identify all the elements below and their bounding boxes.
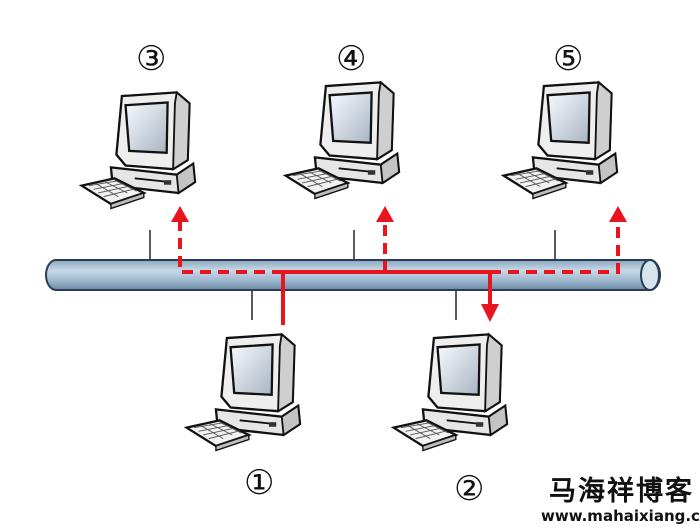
network-bus-cable [45,259,661,291]
desktop-computer-icon [392,333,509,452]
arrowhead-down-2 [481,304,499,322]
arrowhead-up-5 [609,206,627,222]
node-label-3: ③ [136,39,166,79]
node-label-5: ⑤ [553,39,583,79]
watermark: 马海祥博客 www.mahaixiang.cn [541,475,700,525]
arrowhead-up-3 [171,206,189,222]
arrowhead-up-4 [376,206,394,222]
watermark-url: www.mahaixiang.cn [541,507,700,525]
desktop-computer-icon [502,81,619,200]
node-label-4: ④ [336,39,366,79]
desktop-computer-icon [284,81,401,200]
node-label-2: ② [454,469,484,509]
drop-lines [149,230,556,320]
desktop-computer-icon [185,333,302,452]
signal-dashed-to-3 [178,222,283,274]
signal-paths [171,206,627,325]
node-label-1: ① [244,463,274,503]
desktop-computer-icon [80,91,197,210]
watermark-name: 马海祥博客 [549,475,694,507]
signal-dashed-to-5 [490,222,620,274]
